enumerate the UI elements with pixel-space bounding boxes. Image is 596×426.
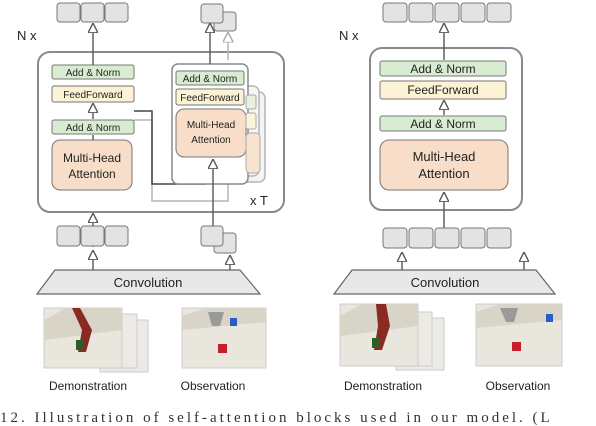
obs-input-tokens bbox=[200, 225, 237, 254]
obs-arrows bbox=[210, 24, 213, 226]
demo-feedforward: FeedForward bbox=[63, 90, 122, 101]
left-observation-image bbox=[181, 307, 267, 369]
demo-output-tokens bbox=[56, 2, 129, 23]
right-observation-image bbox=[475, 303, 563, 367]
right-add-norm-mid: Add & Norm bbox=[410, 117, 475, 131]
obs-attention-line1: Multi-Head bbox=[187, 120, 235, 131]
left-convolution-layer bbox=[35, 269, 262, 295]
right-repeat-label: N x bbox=[339, 28, 359, 43]
demo-add-norm-mid: Add & Norm bbox=[66, 123, 120, 134]
right-feedforward: FeedForward bbox=[407, 83, 478, 97]
left-convolution-label: Convolution bbox=[114, 275, 183, 290]
obs-transformer-block: Add & Norm FeedForward Multi-Head Attent… bbox=[171, 63, 261, 185]
left-repeat-box bbox=[37, 51, 285, 213]
obs-output-tokens bbox=[200, 3, 237, 32]
demo-attention-line1: Multi-Head bbox=[63, 151, 121, 165]
right-convolution-layer bbox=[332, 269, 557, 295]
right-arrows bbox=[402, 24, 524, 270]
left-observation-label: Observation bbox=[181, 379, 246, 393]
obs-feedforward: FeedForward bbox=[180, 93, 239, 104]
left-repeat-label: N x bbox=[17, 28, 37, 43]
demo-transformer-block: Add & Norm FeedForward Add & Norm Multi-… bbox=[51, 64, 135, 191]
right-attention-line2: Attention bbox=[418, 166, 469, 181]
right-input-tokens bbox=[382, 227, 512, 249]
conv-arrows-left bbox=[93, 251, 230, 270]
right-output-tokens bbox=[382, 2, 512, 23]
right-add-norm-top: Add & Norm bbox=[410, 62, 475, 76]
demo-attention-line2: Attention bbox=[68, 167, 115, 181]
right-demonstration-images bbox=[339, 303, 445, 371]
right-transformer-block: Add & Norm FeedForward Add & Norm Multi-… bbox=[379, 60, 509, 191]
figure-caption: 12. Illustration of self-attention block… bbox=[0, 410, 553, 426]
right-diagram: N x Add & Norm FeedForward Add & Norm Mu… bbox=[332, 2, 563, 393]
right-observation-label: Observation bbox=[486, 379, 551, 393]
obs-add-norm-top: Add & Norm bbox=[183, 74, 237, 85]
left-demonstration-images bbox=[43, 307, 149, 373]
right-demonstration-label: Demonstration bbox=[344, 379, 422, 393]
left-diagram: N x Add & Norm FeedForward Add & Norm Mu… bbox=[17, 2, 285, 393]
right-attention-line1: Multi-Head bbox=[413, 149, 476, 164]
right-convolution-label: Convolution bbox=[411, 275, 480, 290]
demo-add-norm-top: Add & Norm bbox=[66, 68, 120, 79]
obs-attention-line2: Attention bbox=[191, 135, 230, 146]
loop-label: x T bbox=[250, 193, 268, 208]
right-repeat-box bbox=[369, 47, 523, 211]
left-demonstration-label: Demonstration bbox=[49, 379, 127, 393]
demo-input-tokens bbox=[56, 225, 129, 247]
